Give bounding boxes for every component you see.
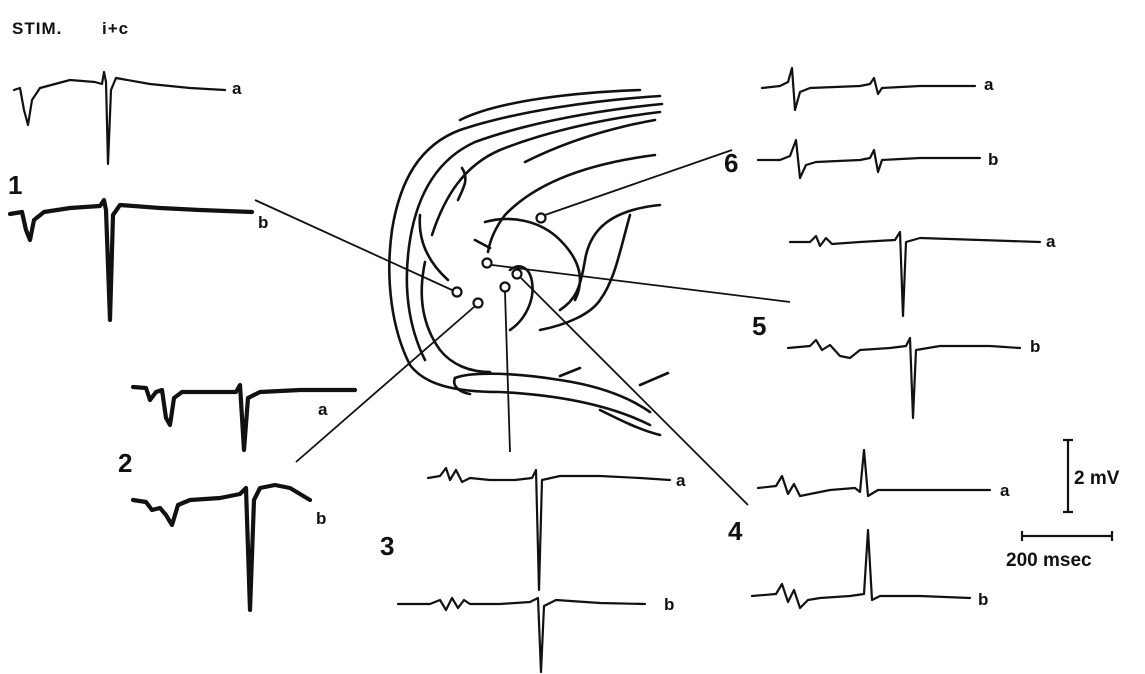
recording-site-4	[513, 270, 522, 279]
trace-5b	[788, 338, 1020, 418]
site-6-label: 6	[724, 148, 738, 178]
voltage-scale-label: 2 mV	[1074, 468, 1120, 489]
trace-4b-label: b	[978, 590, 988, 609]
trace-6b	[758, 140, 980, 178]
stim-label: STIM.	[12, 19, 62, 38]
leader-line-6	[545, 150, 732, 215]
trace-5b-label: b	[1030, 337, 1040, 356]
trace-1a-label: a	[232, 79, 242, 98]
stim-value: i+c	[102, 19, 129, 38]
trace-5a	[790, 232, 1040, 316]
trace-4a-label: a	[1000, 481, 1010, 500]
site-4-label: 4	[728, 516, 743, 546]
recording-site-2	[474, 299, 483, 308]
leader-line-3	[505, 292, 510, 452]
recording-site-1	[453, 288, 462, 297]
site-2-label: 2	[118, 448, 132, 478]
recording-site-6	[537, 214, 546, 223]
site-3-label: 3	[380, 531, 394, 561]
voltage-scale-bar	[1063, 440, 1073, 512]
site-5-label: 5	[752, 311, 766, 341]
leader-line-5	[492, 265, 790, 302]
trace-2a-label: a	[318, 400, 328, 419]
trace-3a	[428, 468, 670, 590]
trace-1b	[10, 200, 252, 320]
trace-6a-label: a	[984, 75, 994, 94]
trace-2b-label: b	[316, 509, 326, 528]
time-scale-label: 200 msec	[1006, 550, 1092, 571]
trace-1b-label: b	[258, 213, 268, 232]
trace-4a	[758, 450, 990, 496]
trace-3b	[398, 598, 645, 672]
trace-6a	[762, 68, 975, 110]
time-scale-bar	[1022, 531, 1112, 541]
leader-line-4	[521, 278, 748, 505]
site-1-label: 1	[8, 170, 22, 200]
trace-3b-label: b	[664, 595, 674, 614]
trace-4b	[752, 530, 970, 608]
trace-1a	[14, 72, 225, 164]
trace-5a-label: a	[1046, 232, 1056, 251]
leader-line-2	[296, 307, 474, 462]
trace-2b	[133, 485, 310, 610]
recording-site-5	[483, 259, 492, 268]
trace-6b-label: b	[988, 150, 998, 169]
trace-3a-label: a	[676, 471, 686, 490]
recording-site-3	[501, 283, 510, 292]
